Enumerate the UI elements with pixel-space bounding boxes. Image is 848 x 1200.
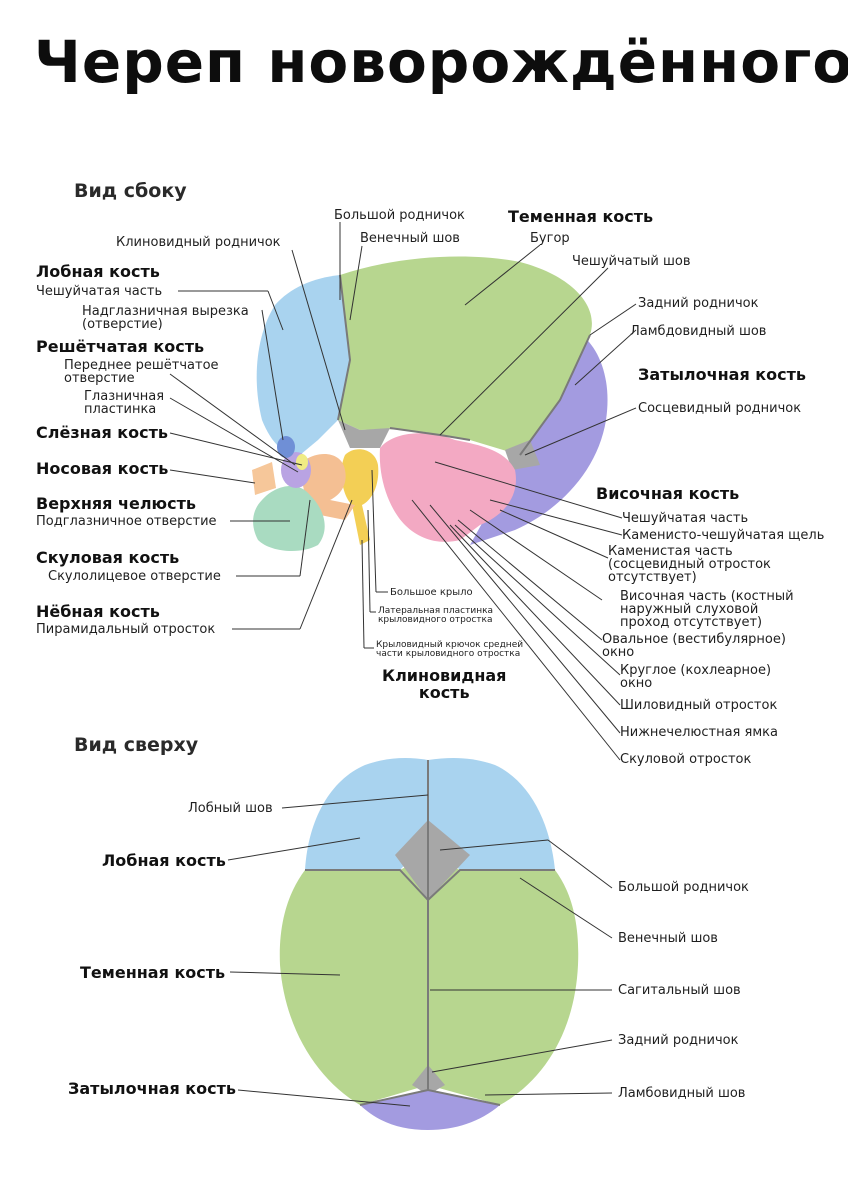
top-label-occipital-bone: Затылочная кость bbox=[68, 1079, 237, 1098]
side-label-parietal-bone: Теменная кость bbox=[508, 207, 654, 226]
page-title: Череп новорождённого bbox=[34, 28, 848, 96]
side-label-oval-window: Овальное (вестибулярное) окно bbox=[602, 632, 786, 660]
side-label-ethmoid-bone: Решётчатая кость bbox=[36, 337, 205, 356]
side-label-temporal-squama: Чешуйчатая часть bbox=[622, 511, 749, 526]
side-label-greater-wing: Большое крыло bbox=[390, 587, 473, 598]
side-skull bbox=[252, 256, 608, 552]
top-label-posterior-fontanelle: Задний родничок bbox=[618, 1033, 739, 1048]
top-view-heading: Вид сверху bbox=[74, 734, 199, 756]
side-nasal-bone bbox=[252, 462, 276, 495]
side-orbit-blue bbox=[277, 436, 295, 458]
top-anterior-fontanelle bbox=[395, 820, 470, 900]
top-label-parietal-bone: Теменная кость bbox=[80, 963, 226, 982]
side-label-squamous-suture: Чешуйчатый шов bbox=[572, 254, 691, 269]
side-label-anterior-ethmoid-foramen: Переднее решётчатое отверстие bbox=[64, 358, 219, 386]
side-label-sphenoid-fontanelle: Клиновидный родничок bbox=[116, 235, 281, 250]
side-label-temporal-bone: Височная кость bbox=[596, 484, 740, 503]
side-lacrimal-bone bbox=[296, 454, 308, 470]
side-label-tympanic-part: Височная часть (костный наружный слухово… bbox=[620, 589, 794, 630]
top-label-frontal-bone: Лобная кость bbox=[102, 851, 226, 870]
top-occipital bbox=[360, 1090, 500, 1130]
top-leader-lines bbox=[227, 794, 613, 1107]
side-label-occipital-bone: Затылочная кость bbox=[638, 365, 807, 384]
top-label-big-fontanelle: Большой родничок bbox=[618, 880, 749, 895]
side-label-maxilla: Верхняя челюсть bbox=[36, 494, 196, 513]
side-label-mastoid-fontanelle: Сосцевидный родничок bbox=[638, 401, 802, 416]
side-label-posterior-fontanelle: Задний родничок bbox=[638, 296, 759, 311]
side-label-frontal-squama: Чешуйчатая часть bbox=[36, 284, 163, 299]
side-maxilla bbox=[253, 485, 325, 552]
side-label-petrous-part: Каменистая часть (сосцевидный отросток о… bbox=[608, 544, 771, 585]
top-skull bbox=[279, 757, 579, 1130]
side-label-sphenoid-bone: Клиновидная кость bbox=[382, 666, 507, 702]
side-label-lateral-plate: Латеральная пластинка крыловидного отрос… bbox=[378, 606, 494, 625]
side-label-pyramidal-process: Пирамидальный отросток bbox=[36, 622, 216, 637]
top-label-metopic-suture: Лобный шов bbox=[188, 801, 273, 816]
side-label-palatine-bone: Нёбная кость bbox=[36, 602, 160, 621]
side-parietal-bone bbox=[338, 256, 592, 455]
side-sphenoid-fontanelle bbox=[338, 420, 390, 448]
side-frontal-bone bbox=[256, 275, 350, 455]
side-label-orbital-plate: Глазничная пластинка bbox=[84, 389, 165, 417]
side-leader-lines bbox=[169, 222, 637, 761]
side-temporal-bone bbox=[379, 433, 516, 542]
side-label-zygomatic-bone: Скуловая кость bbox=[36, 548, 180, 567]
top-parietal-left bbox=[279, 855, 428, 1105]
top-label-sagittal-suture: Сагитальный шов bbox=[618, 983, 741, 998]
side-label-lambdoid-suture: Ламбдовидный шов bbox=[630, 324, 767, 339]
side-label-supraorbital-notch: Надглазничная вырезка (отверстие) bbox=[82, 304, 249, 332]
side-label-coronal-suture: Венечный шов bbox=[360, 231, 460, 246]
side-label-mandibular-fossa: Нижнечелюстная ямка bbox=[620, 725, 778, 740]
side-label-infraorbital-foramen: Подглазничное отверстие bbox=[36, 514, 217, 529]
side-label-big-fontanelle: Большой родничок bbox=[334, 208, 465, 223]
side-sphenoid-bone bbox=[341, 449, 379, 545]
side-label-zygomatic-process: Скуловой отросток bbox=[620, 752, 752, 767]
side-mastoid-fontanelle bbox=[505, 440, 540, 470]
side-label-lacrimal-bone: Слёзная кость bbox=[36, 423, 169, 442]
side-label-pterygoid-hamulus: Крыловидный крючок средней части крылови… bbox=[376, 640, 524, 659]
side-label-zygomaticofacial-foramen: Скулолицевое отверстие bbox=[48, 569, 221, 584]
top-label-coronal-suture: Венечный шов bbox=[618, 931, 718, 946]
side-label-petrosquamous-fissure: Каменисто-чешуйчатая щель bbox=[622, 528, 825, 543]
side-label-tuber: Бугор bbox=[530, 231, 570, 246]
side-label-styloid-process: Шиловидный отросток bbox=[620, 698, 778, 713]
side-label-round-window: Круглое (кохлеарное) окно bbox=[620, 663, 772, 691]
top-label-lambdoid-suture: Ламбовидный шов bbox=[618, 1086, 746, 1101]
side-label-frontal-bone: Лобная кость bbox=[36, 262, 160, 281]
side-view-heading: Вид сбоку bbox=[74, 180, 187, 202]
top-parietal-right bbox=[428, 855, 579, 1105]
side-label-nasal-bone: Носовая кость bbox=[36, 459, 169, 478]
